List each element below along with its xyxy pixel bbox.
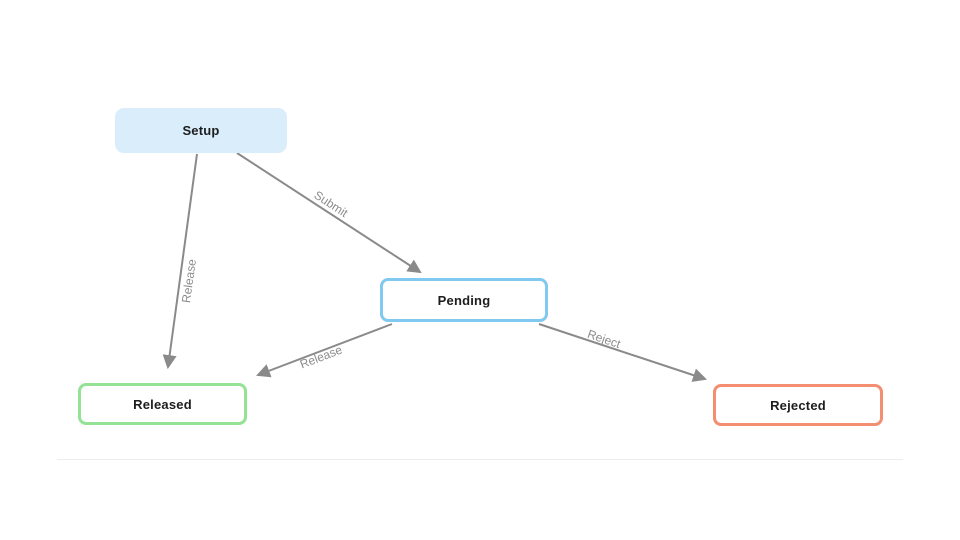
edge-label-release-pending: Release (297, 342, 345, 372)
edge-pending-to-rejected (538, 323, 707, 382)
edge-pending-to-released (256, 323, 393, 378)
node-rejected-label: Rejected (770, 397, 826, 413)
node-released-label: Released (133, 396, 192, 412)
edge-label-reject: Reject (585, 326, 623, 352)
node-setup: Setup (115, 108, 287, 153)
node-pending-label: Pending (437, 292, 491, 308)
node-setup-label: Setup (182, 123, 220, 138)
edge-label-release-setup: Release (179, 258, 199, 304)
edge-setup-to-pending (236, 152, 422, 274)
node-released: Released (78, 383, 247, 425)
edge-setup-to-released (162, 153, 198, 370)
bottom-divider (57, 459, 903, 460)
node-rejected: Rejected (713, 384, 883, 426)
edge-label-submit: Submit (311, 187, 351, 221)
node-pending: Pending (380, 278, 548, 322)
